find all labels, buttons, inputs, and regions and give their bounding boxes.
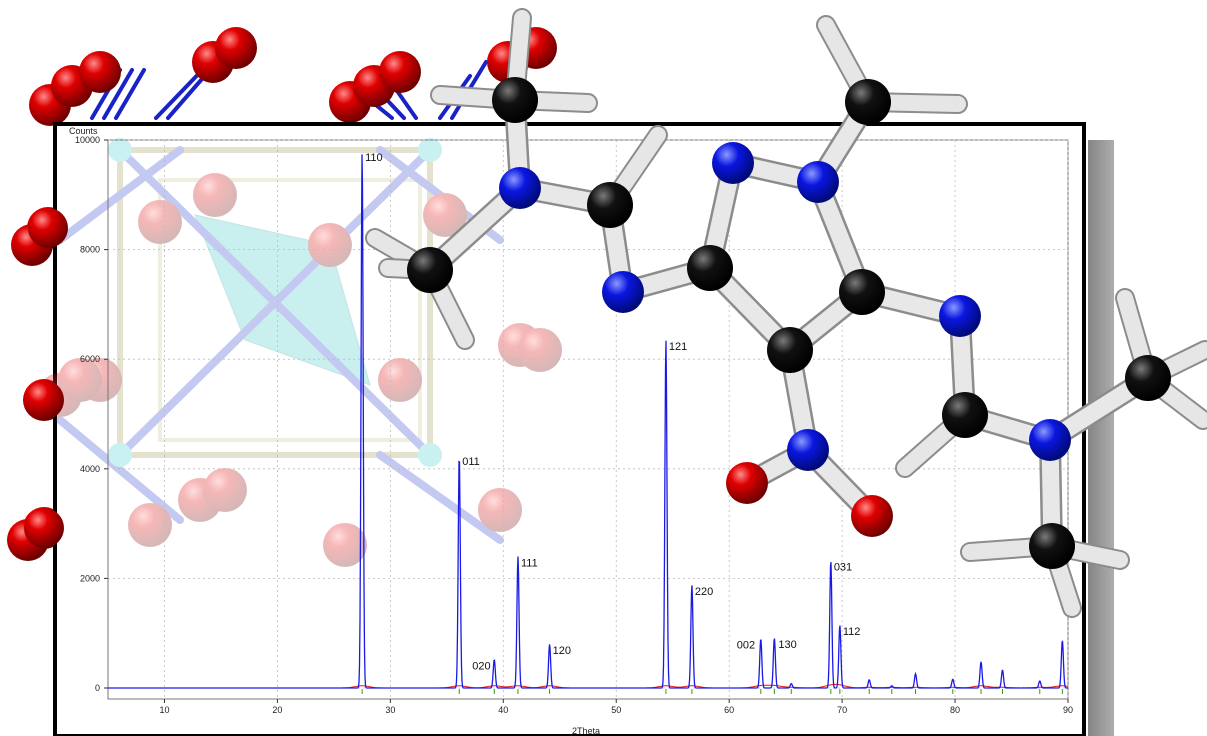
carbon-atom [767,327,813,373]
lattice-bond [56,416,184,524]
oxygen-atom [379,51,421,93]
lattice-bond [116,146,434,459]
oxygen-atom-ghost [308,223,352,267]
metal-atom-ghost [418,138,442,162]
x-tick-label: 60 [724,705,734,715]
peak-label: 111 [521,557,538,569]
oxygen-atom-ghost [128,503,172,547]
nitrogen-atom [712,142,754,184]
nitrogen-atom [939,295,981,337]
carbon-atom [687,245,733,291]
carbon-atom [845,79,891,125]
y-axis-ticks: 0 2000 4000 6000 8000 10000 [75,135,108,693]
peak-label: 130 [778,639,796,651]
lattice-bond [114,68,146,120]
carbon-atom [1125,355,1171,401]
oxygen-atom [851,495,893,537]
crystal-lattice-ghost [38,138,562,567]
oxygen-atom-ghost [138,200,182,244]
lattice-bond [102,68,134,120]
reference-ticks [361,689,1063,694]
lattice-bond [56,146,184,244]
oxygen-atom [79,51,121,93]
y-tick-label: 4000 [80,464,100,474]
y-tick-label: 2000 [80,573,100,583]
oxygen-atom-ghost [58,358,102,402]
unit-cell-edge [158,178,422,442]
carbon-atom [839,269,885,315]
x-tick-label: 70 [837,705,847,715]
oxygen-atom [24,380,64,420]
nitrogen-atom [787,429,829,471]
peak-label: 002 [737,640,755,652]
oxygen-atom [28,208,68,248]
peak-label: 220 [695,586,713,598]
lattice-bond [116,146,434,459]
x-tick-label: 30 [385,705,395,715]
metal-atom-ghost [418,443,442,467]
oxygen-atom [726,462,768,504]
unit-cell-edge [117,147,433,458]
y-axis-label: Counts [69,126,98,136]
x-axis-label: 2Theta [572,726,600,736]
x-axis-ticks: 10 20 30 40 50 60 70 80 90 [159,699,1073,715]
x-tick-label: 40 [498,705,508,715]
y-tick-label: 10000 [75,135,100,145]
nitrogen-atom [1029,419,1071,461]
oxygen-atom-ghost [378,358,422,402]
peak-label: 121 [669,341,687,353]
nitrogen-atom [602,271,644,313]
crystal-lattice-front [8,208,68,560]
metal-atom-ghost [108,443,132,467]
oxygen-atom-ghost [518,328,562,372]
oxygen-atom-ghost [423,193,467,237]
oxygen-atom-ghost [478,488,522,532]
diffraction-pattern-line [108,154,1068,689]
peak-label: 011 [462,456,480,468]
oxygen-atom-ghost [193,173,237,217]
x-tick-label: 10 [159,705,169,715]
peak-label: 020 [472,661,490,673]
peak-label: 031 [834,561,852,573]
chart-panel [53,122,1086,736]
x-tick-label: 20 [272,705,282,715]
peak-label: 120 [553,645,571,657]
peak-label: 112 [843,626,861,638]
peak-label: 110 [365,152,383,164]
carbon-atom [1029,523,1075,569]
carbon-atom [492,77,538,123]
x-tick-label: 90 [1063,705,1073,715]
panel-shadow [1088,140,1114,736]
nitrogen-atom [797,161,839,203]
carbon-atom [407,247,453,293]
y-tick-label: 6000 [80,354,100,364]
oxygen-atom-ghost [203,468,247,512]
y-tick-label: 0 [95,683,100,693]
oxygen-atom [24,508,64,548]
carbon-atom [587,182,633,228]
oxygen-atom [215,27,257,69]
oxygen-atom-ghost [323,523,367,567]
carbon-atom [942,392,988,438]
y-tick-label: 8000 [80,245,100,255]
x-tick-label: 50 [611,705,621,715]
peak-labels: 110 011 020 111 120 121 220 002 130 031 112 [365,152,860,673]
metal-atom-ghost [108,138,132,162]
xrd-chart: 0 2000 4000 6000 8000 10000 10 20 30 40 50 60 70 80 9… [69,126,1073,736]
molecule-model [365,8,1207,618]
nitrogen-atom [499,167,541,209]
x-tick-label: 80 [950,705,960,715]
